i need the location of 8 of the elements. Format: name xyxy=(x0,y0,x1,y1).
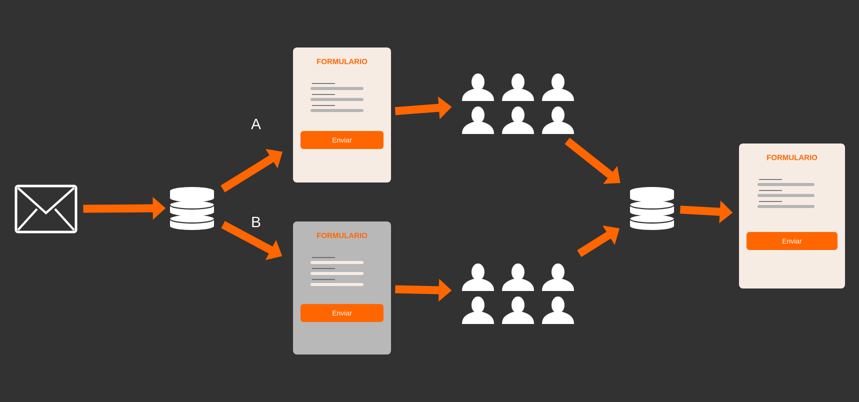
envelope-icon xyxy=(14,184,78,234)
people-icon xyxy=(462,264,574,324)
people-icon xyxy=(462,74,574,134)
arrow xyxy=(564,138,620,184)
edge-label: B xyxy=(252,216,260,228)
edge-label: A xyxy=(251,118,261,130)
database-icon xyxy=(170,187,214,230)
database-icon xyxy=(630,187,674,230)
